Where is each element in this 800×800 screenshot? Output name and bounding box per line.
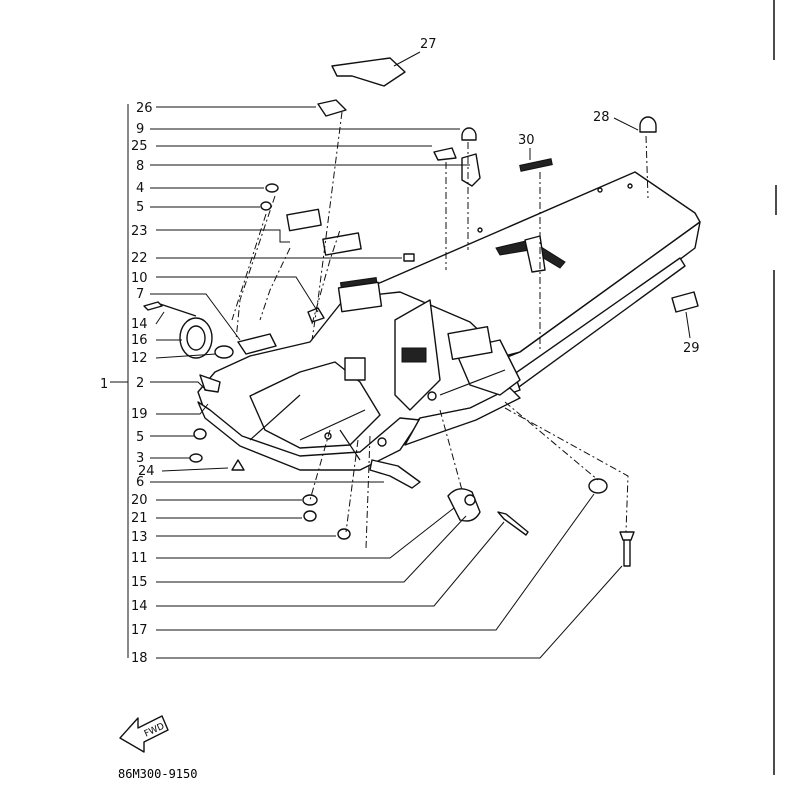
damper [286,208,322,232]
callout-5b: 5 [136,430,144,445]
callout-5a: 5 [136,200,144,215]
cover-plate [331,57,406,87]
phantom-line [345,439,359,533]
leader-line [150,293,241,341]
spacer [307,307,325,323]
leader-line [156,515,467,583]
washer [214,345,234,359]
phantom-line [365,435,371,549]
phantom-line [439,409,463,491]
drawing-code: 86M300-9150 [118,767,197,781]
leader-line [613,117,639,131]
callout-24: 24 [138,464,155,479]
leader-line [155,311,165,325]
leader-line [156,493,595,631]
cap-nut [461,127,477,141]
damper [322,232,362,256]
clip-bracket [461,153,481,187]
callout-18: 18 [131,651,148,666]
callout-4: 4 [136,181,144,196]
leader-line [393,51,421,67]
phantom-line [231,213,267,321]
callout-3: 3 [136,451,144,466]
callout-21: 21 [131,511,148,526]
nut [189,453,203,463]
spacer [403,253,415,262]
leader-line [156,507,455,559]
phantom-line [259,247,291,321]
leader-line [155,353,217,359]
callout-10: 10 [131,271,148,286]
pad [317,99,347,117]
screw [497,511,529,536]
callout-12: 12 [131,351,148,366]
washer [260,201,272,211]
leader-line [161,467,229,472]
bolt [143,301,197,317]
fwd-arrow-icon: FWD [119,715,169,753]
label-strip [519,158,553,172]
leader-line [156,565,623,659]
callout-6: 6 [136,475,144,490]
callout-27: 27 [420,37,437,52]
leader-line [156,521,505,607]
callout-20: 20 [131,493,148,508]
seat-rail-frame [197,171,701,489]
callout-7: 7 [136,287,144,302]
callout-25: 25 [131,139,148,154]
callout-29: 29 [683,341,700,356]
callout-19: 19 [131,407,148,422]
leader-line [685,311,691,339]
phantom-line [504,407,629,533]
callout-2: 2 [136,376,144,391]
cap-nut [639,116,657,133]
callout-17: 17 [131,623,148,638]
leader-line [156,403,209,415]
phantom-line [311,111,343,341]
callout-9: 9 [136,122,144,137]
phantom-line [645,135,649,199]
callout-8: 8 [136,159,144,174]
callout-14b: 14 [131,599,148,614]
pad [433,147,457,161]
grommet [186,325,206,351]
phantom-line [311,229,341,325]
stay [237,333,277,355]
callout-22: 22 [131,251,148,266]
callout-16: 16 [131,333,148,348]
cap [588,478,608,494]
leader-line [156,276,319,313]
washer [337,528,351,540]
callout-13: 13 [131,530,148,545]
nut [303,510,317,522]
callout-28: 28 [593,110,610,125]
label-plate [671,291,699,313]
collar [302,494,318,506]
phantom-line [504,401,599,481]
washer [193,428,207,440]
nut [265,183,279,193]
bolt [231,459,245,471]
leader-line [156,229,290,243]
callout-1: 1 [100,377,108,392]
phantom-line [309,429,331,501]
callout-26: 26 [136,101,153,116]
callout-23: 23 [131,224,148,239]
callout-14a: 14 [131,317,148,332]
callout-30: 30 [518,133,535,148]
callout-15: 15 [131,575,148,590]
phantom-line [235,195,276,341]
damper-plate [447,488,481,522]
damper-plate-hole [464,494,476,506]
leader-line [150,381,207,391]
callout-11: 11 [131,551,148,566]
rivet [619,531,635,567]
